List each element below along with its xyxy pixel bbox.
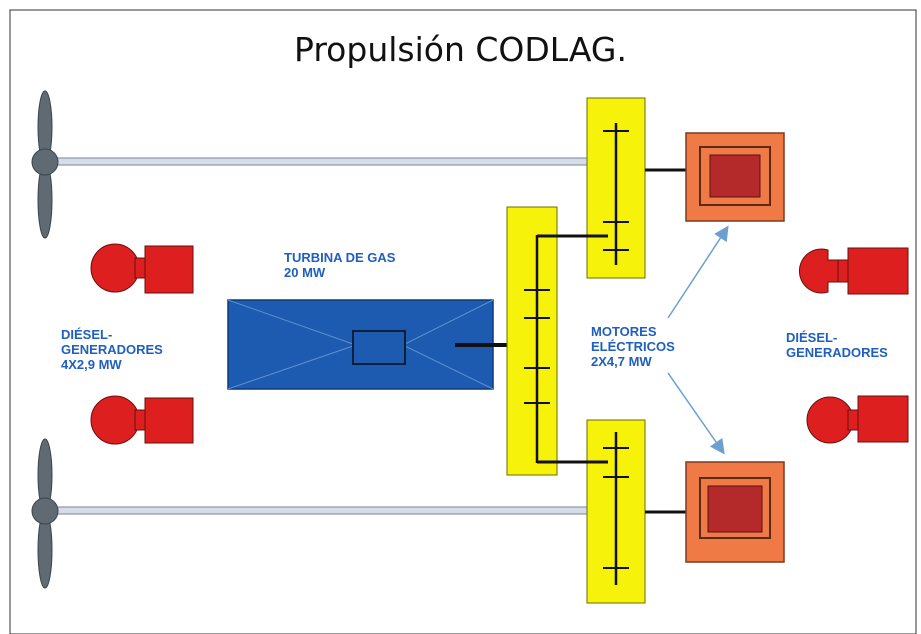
diesel-generators-left-label: DIÉSEL- GENERADORES 4X2,9 MW	[61, 327, 163, 372]
lower-gearbox	[586, 419, 646, 604]
motors-label-line-3: 2X4,7 MW	[591, 354, 652, 369]
upper-gearbox	[586, 97, 646, 279]
gas-turbine-label: TURBINA DE GAS 20 MW	[284, 250, 395, 280]
propeller-top-icon	[31, 90, 59, 239]
diesel-generator-left-top	[90, 243, 194, 294]
diesel-generator-left-bottom	[90, 395, 194, 445]
propeller-shaft-top	[47, 157, 589, 166]
diesel-left-label-line-2: GENERADORES	[61, 342, 163, 357]
diesel-left-label-line-3: 4X2,9 MW	[61, 357, 122, 372]
motors-label-line-2: ELÉCTRICOS	[591, 339, 675, 354]
electric-motors-label: MOTORES ELÉCTRICOS 2X4,7 MW	[591, 324, 675, 369]
diesel-generator-right-bottom	[806, 395, 909, 444]
diagram-title: Propulsión CODLAG.	[294, 30, 627, 69]
gas-turbine-label-line-1: TURBINA DE GAS	[284, 250, 396, 265]
motors-label-line-1: MOTORES	[591, 324, 657, 339]
gas-turbine	[227, 299, 494, 390]
gear-connections	[537, 168, 690, 514]
propeller-shaft-bottom	[47, 506, 589, 515]
propeller-bottom-icon	[31, 438, 59, 589]
gas-turbine-label-line-2: 20 MW	[284, 265, 326, 280]
diesel-left-label-line-1: DIÉSEL-	[61, 327, 113, 342]
diesel-generators-right-label: DIÉSEL- GENERADORES	[786, 330, 888, 360]
electric-motor-top	[685, 132, 785, 222]
electric-motor-bottom	[685, 461, 785, 563]
frame-border	[9, 9, 917, 634]
motor-arrows	[667, 225, 729, 455]
main-gearbox	[506, 206, 558, 476]
diesel-generator-right-top	[798, 247, 909, 295]
diesel-right-label-line-1: DIÉSEL-	[786, 330, 838, 345]
diesel-right-label-line-2: GENERADORES	[786, 345, 888, 360]
